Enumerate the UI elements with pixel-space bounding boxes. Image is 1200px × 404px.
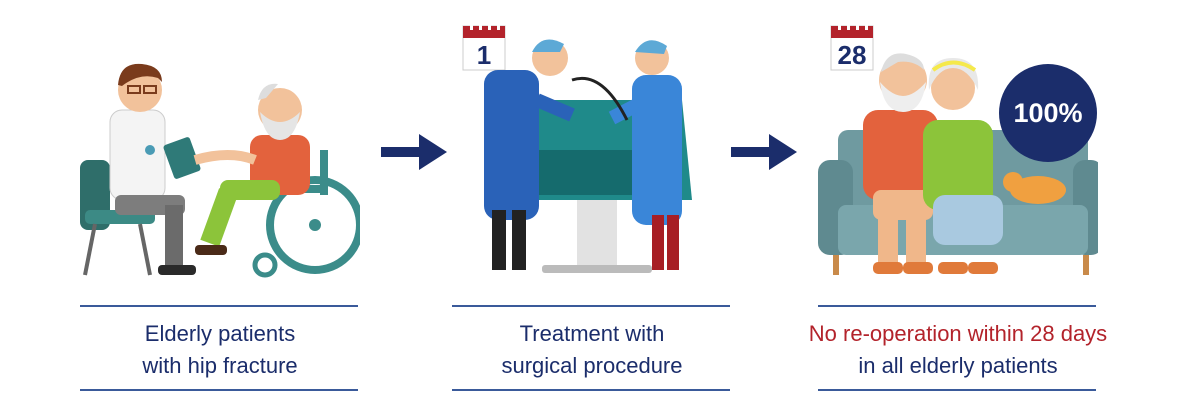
divider-bottom [452,389,730,391]
step-1-caption: Elderly patients with hip fracture [50,318,390,382]
arrow-right-icon [731,134,797,170]
calendar-day: 1 [476,40,492,70]
divider-top [80,305,358,307]
divider-top [818,305,1096,307]
calendar-day: 28 [837,40,867,70]
caption-line: with hip fracture [142,353,298,378]
arrow-right-icon [381,134,447,170]
surgery-illustration [484,39,692,273]
badge-value: 100% [1013,97,1083,128]
caption-line: Elderly patients [144,321,296,346]
step-2-panel: 1 Treatment with surgical procedure [452,0,732,404]
caption-line: Treatment with [519,321,665,346]
step-3-panel: 28 100% No re-operation within 28 days i… [809,0,1107,404]
divider-top [452,305,730,307]
step-3-caption: No re-operation within 28 days in all el… [788,318,1128,382]
divider-bottom [818,389,1096,391]
caption-line: surgical procedure [501,353,683,378]
step-1-panel: Elderly patients with hip fracture [80,0,360,404]
doctor-and-patient-illustration [80,63,360,278]
calendar-icon [462,22,506,71]
divider-bottom [80,389,358,391]
success-rate-badge: 100% [999,64,1097,162]
caption-line: No re-operation within 28 days [808,321,1108,346]
calendar-icon [830,22,874,71]
caption-line: in all elderly patients [858,353,1058,378]
step-2-caption: Treatment with surgical procedure [422,318,762,382]
